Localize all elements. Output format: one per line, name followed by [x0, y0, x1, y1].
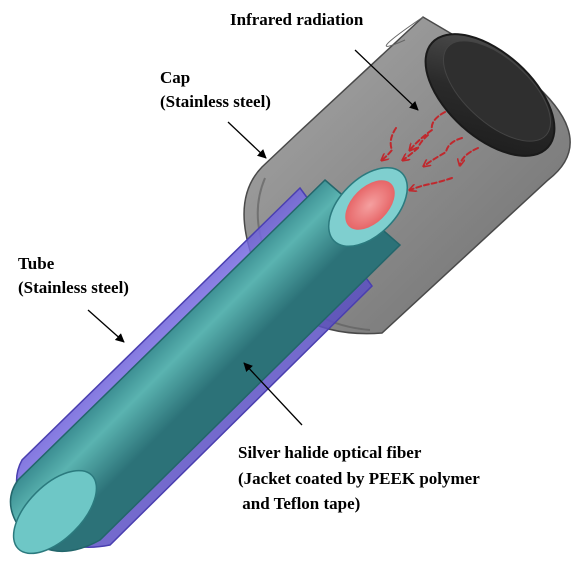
cap-material-label: (Stainless steel) [160, 92, 271, 111]
tube-pointer [87, 309, 125, 343]
tube-label: Tube [18, 254, 55, 273]
optical-fiber [9, 166, 409, 555]
fiber-bottom-end [12, 469, 98, 555]
infrared-radiation-label: Infrared radiation [230, 10, 364, 29]
cap-pointer [227, 121, 267, 159]
infrared-pointer [354, 49, 419, 111]
radiation-arrow-5 [460, 147, 479, 165]
fiber-jacket-label: (Jacket coated by PEEK polymer [238, 469, 480, 488]
tube-material-label: (Stainless steel) [18, 278, 129, 297]
cap-label: Cap [160, 68, 191, 87]
radiation-arrow-2 [410, 111, 446, 150]
fiber-tip-sensor [345, 180, 395, 230]
pointer-arrows [87, 49, 419, 426]
radiation-arrow-6 [410, 177, 453, 190]
fiber-label: Silver halide optical fiber [238, 443, 422, 462]
radiation-arrow-1 [382, 127, 397, 160]
cap-rim [385, 16, 424, 47]
radiation-arrow-4 [403, 134, 429, 160]
fiber-tape-label: and Teflon tape) [238, 494, 361, 513]
fiber-pointer [243, 362, 303, 426]
radiation-arrow-3 [424, 137, 463, 166]
infrared-radiation-arrows [382, 111, 479, 190]
cap-end-inner [442, 40, 552, 142]
